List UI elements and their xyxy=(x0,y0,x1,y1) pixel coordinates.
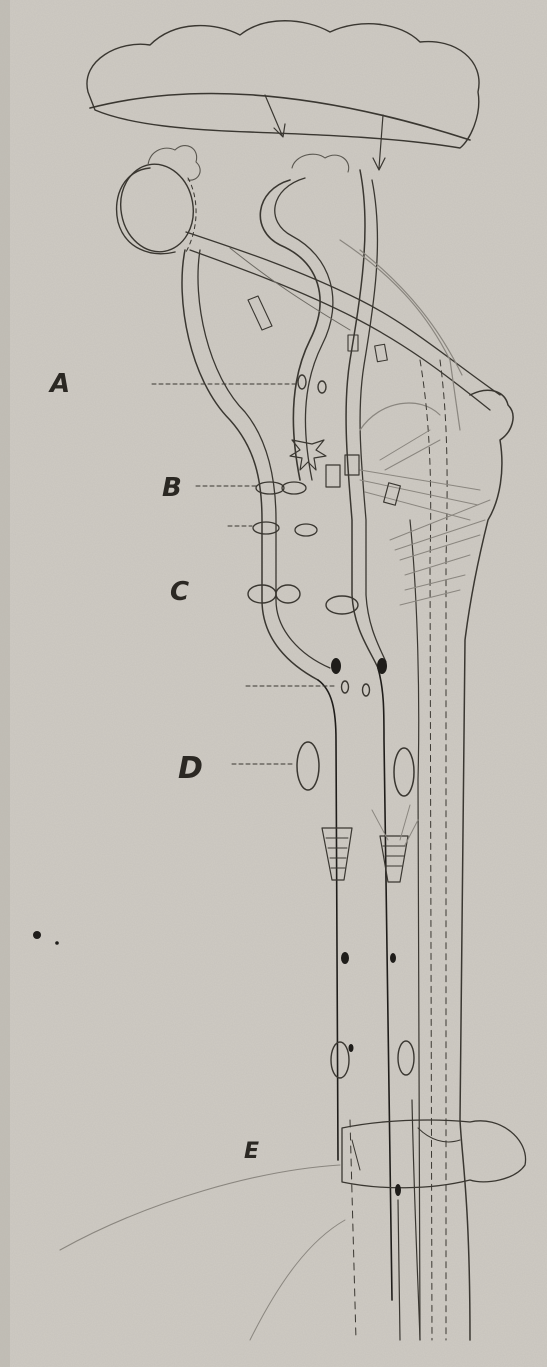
ink-spot-1 xyxy=(33,931,41,939)
ink-spot-2 xyxy=(55,941,59,945)
label-b: B xyxy=(162,473,182,503)
node-left-2 xyxy=(341,952,349,964)
label-e: E xyxy=(244,1139,259,1164)
node-left-1 xyxy=(331,658,341,674)
node-right-3 xyxy=(395,1184,401,1196)
paper-fold-left xyxy=(0,0,10,1367)
label-a: A xyxy=(48,369,70,399)
label-d: D xyxy=(178,751,203,786)
node-right-1 xyxy=(377,658,387,674)
label-c: C xyxy=(170,577,189,607)
node-left-3 xyxy=(349,1044,354,1052)
node-right-2 xyxy=(390,953,396,963)
